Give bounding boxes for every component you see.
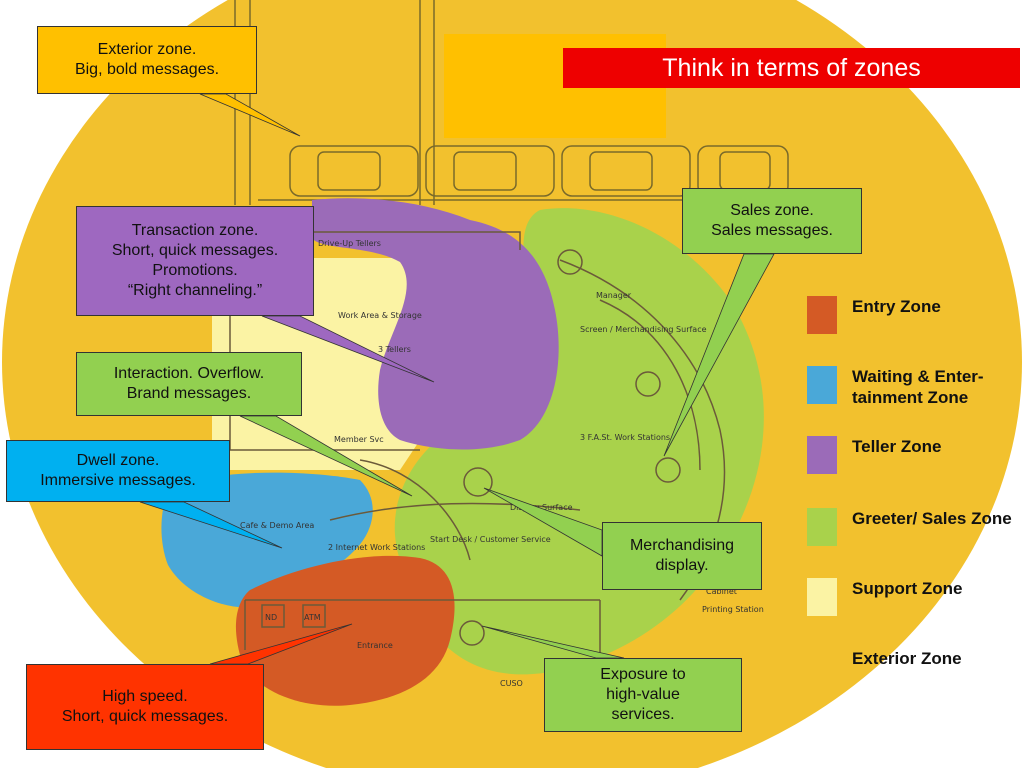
callout-line: “Right channeling.” bbox=[127, 282, 263, 299]
exterior-zone-callout: Exterior zone. Big, bold messages. bbox=[37, 26, 257, 94]
page-title: Think in terms of zones bbox=[563, 48, 1020, 88]
car-icon bbox=[425, 145, 555, 197]
callout-line: Interaction. Overflow. bbox=[113, 365, 265, 382]
callout-line: Exposure to bbox=[600, 666, 686, 683]
callout-line: Short, quick messages. bbox=[111, 242, 279, 259]
highspeed-zone-callout: High speed. Short, quick messages. bbox=[26, 664, 264, 750]
callout-line: Exterior zone. bbox=[97, 41, 197, 58]
sales-zone-callout: Sales zone. Sales messages. bbox=[682, 188, 862, 254]
plan-label-drive-up: Drive-Up Tellers bbox=[318, 239, 381, 248]
callout-line: Big, bold messages. bbox=[74, 61, 220, 78]
callout-line: high-value bbox=[606, 686, 680, 703]
callout-line: Short, quick messages. bbox=[61, 708, 229, 725]
plan-label-member: Member Svc bbox=[334, 435, 384, 444]
legend-swatch bbox=[807, 366, 837, 404]
plan-label-tellers: 3 Tellers bbox=[378, 345, 411, 354]
callout-line: Sales zone. bbox=[730, 202, 814, 219]
legend-swatch bbox=[807, 578, 837, 616]
legend-swatch bbox=[807, 508, 837, 546]
legend-item-support: Support Zone bbox=[807, 578, 1022, 616]
plan-label-manager: Manager bbox=[596, 291, 632, 300]
legend-label: Teller Zone bbox=[852, 437, 942, 456]
legend-swatch bbox=[807, 296, 837, 334]
callout-line: Transaction zone. bbox=[131, 222, 259, 239]
callout-pointers bbox=[139, 93, 775, 665]
legend-swatch bbox=[807, 436, 837, 474]
callout-line: services. bbox=[611, 706, 675, 723]
plan-label-entrance: Entrance bbox=[357, 641, 393, 650]
callout-line: High speed. bbox=[102, 688, 188, 705]
callout-line: display. bbox=[655, 557, 709, 574]
plan-label-printing: Printing Station bbox=[702, 605, 764, 614]
car-icon bbox=[561, 145, 691, 197]
plan-label-cabinet: Cabinet bbox=[706, 587, 737, 596]
callout-line: Brand messages. bbox=[126, 385, 252, 402]
legend-label: Waiting & Enter-tainment Zone bbox=[852, 367, 984, 407]
legend-swatch bbox=[807, 648, 837, 686]
plan-label-work-area: Work Area & Storage bbox=[338, 311, 422, 320]
callout-line: Promotions. bbox=[152, 262, 238, 279]
legend-item-waiting: Waiting & Enter-tainment Zone bbox=[807, 366, 1022, 408]
plan-label-atm: ATM bbox=[304, 613, 321, 622]
legend-item-entry: Entry Zone bbox=[807, 296, 1022, 334]
callout-line: Merchandising bbox=[629, 537, 735, 554]
exterior-callout-pointer bbox=[199, 93, 301, 137]
legend-label: Greeter/ Sales Zone bbox=[852, 509, 1012, 528]
plan-label-cafe: Cafe & Demo Area bbox=[240, 521, 314, 530]
transaction-zone-callout: Transaction zone. Short, quick messages.… bbox=[76, 206, 314, 316]
teller-zone-area bbox=[312, 198, 559, 450]
plan-label-cuso: CUSO bbox=[500, 679, 523, 688]
interaction-zone-callout: Interaction. Overflow. Brand messages. bbox=[76, 352, 302, 416]
callout-line: Sales messages. bbox=[711, 222, 833, 239]
legend-label: Exterior Zone bbox=[852, 649, 962, 668]
interaction-callout-pointer bbox=[239, 415, 413, 497]
callout-line: Immersive messages. bbox=[40, 472, 196, 489]
dwell-callout-pointer bbox=[139, 501, 283, 549]
legend-item-greeter: Greeter/ Sales Zone bbox=[807, 508, 1022, 546]
legend-item-teller: Teller Zone bbox=[807, 436, 1022, 474]
legend-label: Entry Zone bbox=[852, 297, 941, 316]
plan-label-display: Display Surface bbox=[510, 503, 573, 512]
exposure-services-callout: Exposure to high-value services. bbox=[544, 658, 742, 732]
legend-item-exterior: Exterior Zone bbox=[807, 648, 1022, 686]
plan-label-fast: 3 F.A.St. Work Stations bbox=[580, 433, 670, 442]
entry-zone-area bbox=[235, 555, 455, 706]
plan-label-start-desk: Start Desk / Customer Service bbox=[430, 535, 551, 544]
transaction-callout-pointer bbox=[261, 315, 435, 383]
merch-display-callout: Merchandising display. bbox=[602, 522, 762, 590]
car-icon bbox=[289, 145, 419, 197]
dwell-zone-callout: Dwell zone. Immersive messages. bbox=[6, 440, 230, 502]
legend-label: Support Zone bbox=[852, 579, 963, 598]
callout-line: Dwell zone. bbox=[76, 452, 160, 469]
plan-label-nd: ND bbox=[265, 613, 277, 622]
plan-label-screen: Screen / Merchandising Surface bbox=[580, 325, 707, 334]
sales-callout-pointer bbox=[663, 253, 775, 457]
plan-label-internet: 2 Internet Work Stations bbox=[328, 543, 425, 552]
